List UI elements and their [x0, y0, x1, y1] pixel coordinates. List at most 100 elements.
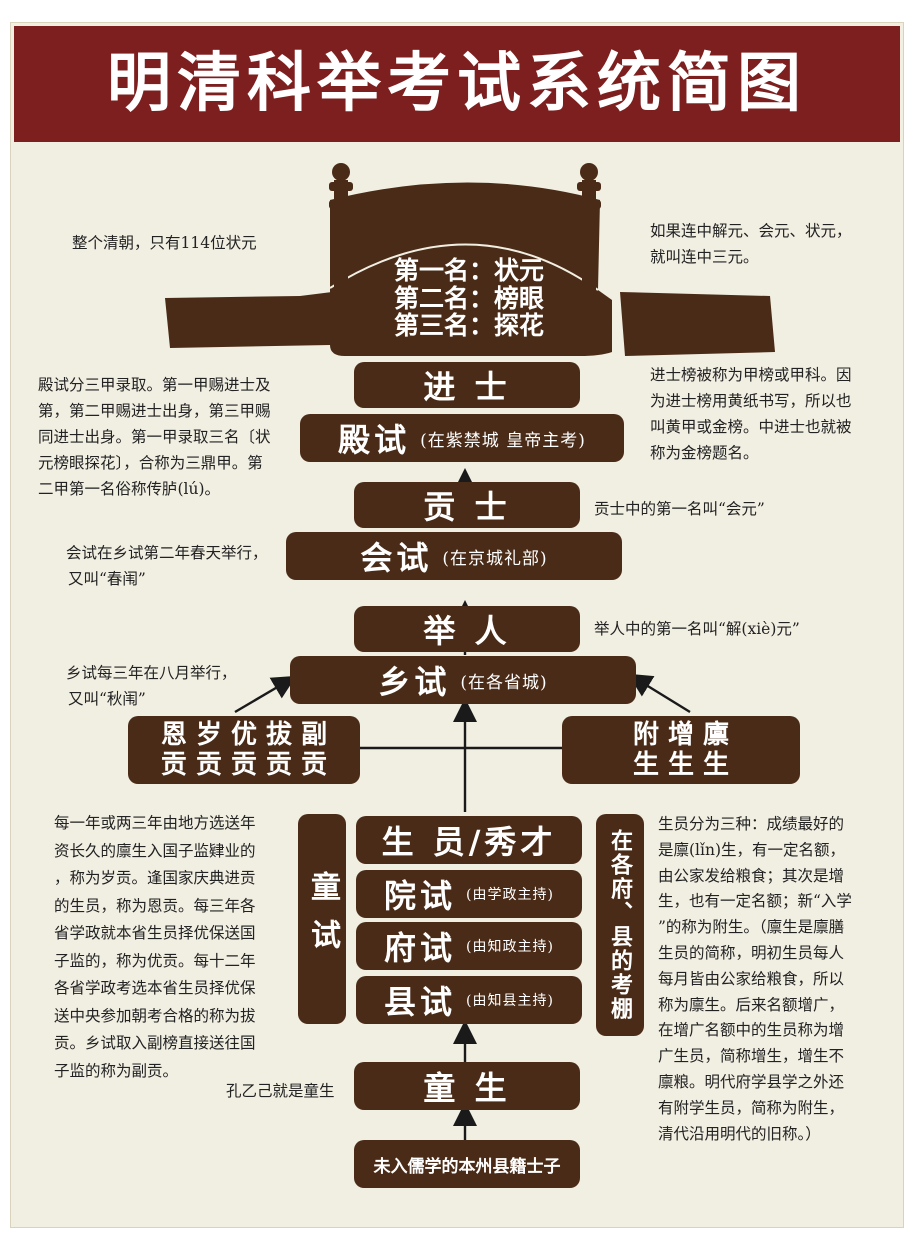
stage-shengs-line2: 生 生 生 [632, 750, 730, 780]
note-shengyuan-line: ”的称为附生。（廪生是廪膳 [658, 918, 845, 937]
note-shengyuan-line: 每月皆由公家给粮食，所以 [658, 969, 845, 988]
note-gongsheng-line: 子监的，称为优贡。每十二年 [54, 951, 256, 970]
note-shengyuan-line: 廪粮。明代府学县学之外还 [658, 1072, 845, 1091]
palace-left-wing [165, 292, 332, 348]
stage-yuanshi-note: (由学政主持) [466, 887, 554, 903]
note-huishi: 会试在乡试第二年春天举行， 又叫“春闱” [66, 540, 268, 592]
exam-shed-label: 在各府、县的考棚 [607, 829, 633, 1021]
note-gongsheng-line: 每一年或两三年由地方选送年 [54, 814, 256, 832]
page-title: 明清科举考试系统简图 [107, 46, 807, 121]
note-jiabang-line: 叫黄甲或金榜。中进士也就被 [650, 418, 852, 436]
palace-roof-icon [165, 163, 775, 356]
stage-huishi: 会试 (在京城礼部) [286, 532, 622, 580]
title-band: 明清科举考试系统简图 [14, 26, 900, 142]
stage-xianshi: 县试 (由知县主持) [356, 976, 582, 1024]
note-xiangshi-line: 又叫“秋闱” [68, 690, 146, 708]
stage-fushi-note: (由知政主持) [466, 939, 554, 955]
stage-huishi-note: (在京城礼部) [442, 548, 548, 569]
note-sanyuan-line: 就叫连中三元。 [650, 248, 759, 266]
stage-gongshi: 贡 士 [354, 482, 580, 528]
note-huiyuan: 贡士中的第一名叫“会元” [594, 500, 765, 518]
note-gongsheng-line: 各省学政考选本省生员择优保 [54, 979, 256, 997]
note-gongsheng-line: 的生员，称为恩贡。每三年各 [54, 896, 256, 915]
stage-jinshi-label: 进 士 [423, 368, 511, 406]
palace-ridge-line [329, 243, 599, 291]
stage-juren-label: 举 人 [423, 612, 511, 650]
note-dianshi-line: 同进士出身。第一甲录取三名〔状 [38, 428, 271, 446]
stage-yuanshi-label: 院试 [384, 877, 457, 915]
note-shengyuan-line: 称为廪生。后来名额增广， [658, 995, 845, 1014]
stage-jinshi: 进 士 [354, 362, 580, 408]
note-shengyuan-line: 生员分为三种：成绩最好的 [658, 815, 845, 833]
note-shengyuan-line: 广生员，简称增生，增生不 [658, 1047, 845, 1066]
stage-tongshi: 童试 [298, 814, 346, 1024]
stage-gongs: 恩 岁 优 拔 副 贡 贡 贡 贡 贡 [128, 716, 360, 784]
stage-shengyuan-label: 生 员/秀才 [381, 823, 557, 861]
stage-xiangshi-label: 乡试 [378, 663, 451, 701]
palace-rank-3: 第三名：探花 [394, 311, 545, 340]
note-shengyuan-line: 由公家发给粮食；其次是增 [658, 866, 845, 885]
note-xiangshi: 乡试每三年在八月举行， 又叫“秋闱” [66, 660, 237, 712]
exam-shed: 在各府、县的考棚 [596, 814, 644, 1036]
note-gongsheng-line: 资长久的廪生入国子监肄业的 [54, 841, 256, 860]
stage-gongs-line2: 贡 贡 贡 贡 贡 [160, 750, 328, 780]
note-dianshi: 殿试分三甲录取。第一甲赐进士及 第，第二甲赐进士出身，第三甲赐 同进士出身。第一… [38, 372, 271, 502]
note-jiabang: 进士榜被称为甲榜或甲科。因 为进士榜用黄纸书写，所以也 叫黄甲或金榜。中进士也就… [650, 362, 852, 466]
note-shengyuan: 生员分为三种：成绩最好的 是廪(lǐn)生，有一定名额， 由公家发给粮食；其次是… [658, 812, 852, 1147]
note-dianshi-line: 二甲第一名俗称传胪(lú)。 [38, 480, 221, 498]
stage-xiangshi: 乡试 (在各省城) [290, 656, 636, 704]
palace-rank-2: 第二名：榜眼 [394, 284, 545, 313]
note-shengyuan-line: 是廪(lǐn)生，有一定名额， [658, 840, 845, 859]
note-shengyuan-line: 生，也有一定名额；新“入学 [658, 892, 852, 911]
stage-shengs: 附 增 廪 生 生 生 [562, 716, 800, 784]
note-huishi-line: 会试在乡试第二年春天举行， [66, 544, 268, 562]
note-jiabang-line: 称为金榜题名。 [650, 444, 759, 462]
note-dianshi-line: 元榜眼探花〕，合称为三鼎甲。第 [38, 454, 263, 472]
note-gongsheng-line: 子监的称为副贡。 [54, 1061, 179, 1080]
stage-dianshi-note: (在紫禁城 皇帝主考) [420, 430, 586, 451]
note-shengyuan-line: 在增广名额中的生员称为增 [658, 1021, 845, 1040]
note-shengyuan-line: 有附学生员，简称为附生， [658, 1098, 845, 1117]
stage-fushi: 府试 (由知政主持) [356, 922, 582, 970]
stage-xianshi-note: (由知县主持) [466, 993, 554, 1009]
stage-juren: 举 人 [354, 606, 580, 652]
note-gongsheng-line: ，称为岁贡。逢国家庆典进贡 [54, 869, 256, 887]
note-gongsheng-line: 贡。乡试取入副榜直接送往国 [54, 1034, 256, 1052]
stage-tongsheng-label: 童 生 [423, 1069, 511, 1107]
stage-shengyuan: 生 员/秀才 [356, 816, 582, 864]
palace-right-wing [620, 292, 775, 356]
palace-left-pillar [334, 180, 348, 292]
stage-tongsheng: 童 生 [354, 1062, 580, 1110]
stage-tongshi-label: 童试 [305, 871, 340, 967]
stage-huishi-label: 会试 [360, 539, 433, 577]
note-gongsheng: 每一年或两三年由地方选送年 资长久的廪生入国子监肄业的 ，称为岁贡。逢国家庆典进… [54, 810, 256, 1085]
note-shengyuan-line: 清代沿用明代的旧称。） [658, 1124, 821, 1143]
note-kongyiji: 孔乙己就是童生 [226, 1082, 335, 1100]
stage-xiangshi-note: (在各省城) [460, 672, 548, 693]
palace-right-pillar [582, 180, 596, 292]
note-qing-zhuangyuan: 整个清朝，只有114位状元 [72, 234, 257, 252]
stage-gongshi-label: 贡 士 [423, 488, 511, 526]
note-sanyuan-line: 如果连中解元、会元、状元， [650, 222, 852, 240]
note-gongsheng-line: 省学政就本省生员择优保送国 [54, 924, 256, 942]
note-gongsheng-line: 送中央参加朝考合格的称为拔 [54, 1006, 256, 1025]
stage-yuanshi: 院试 (由学政主持) [356, 870, 582, 918]
note-dianshi-line: 殿试分三甲录取。第一甲赐进士及 [38, 376, 271, 394]
palace-main-hall [330, 182, 612, 356]
note-jieyuan: 举人中的第一名叫“解(xiè)元” [594, 620, 800, 638]
note-jiabang-line: 进士榜被称为甲榜或甲科。因 [650, 366, 852, 384]
note-dianshi-line: 第，第二甲赐进士出身，第三甲赐 [38, 402, 271, 420]
stage-shengs-line1: 附 增 廪 [632, 720, 730, 750]
note-shengyuan-line: 生员的简称，明初生员每人 [658, 943, 845, 962]
stage-xianshi-label: 县试 [384, 983, 457, 1021]
stage-dianshi-label: 殿试 [338, 421, 411, 459]
stage-gongs-line1: 恩 岁 优 拔 副 [160, 720, 328, 750]
arrow-shengs-to-xiangshi [627, 673, 691, 714]
stage-fushi-label: 府试 [384, 929, 457, 967]
note-sanyuan: 如果连中解元、会元、状元， 就叫连中三元。 [650, 218, 852, 270]
stage-origin: 未入儒学的本州县籍士子 [354, 1140, 580, 1188]
stage-origin-label: 未入儒学的本州县籍士子 [373, 1156, 561, 1177]
note-xiangshi-line: 乡试每三年在八月举行， [66, 664, 237, 682]
arrow-gongs-to-xiangshi [234, 675, 297, 714]
